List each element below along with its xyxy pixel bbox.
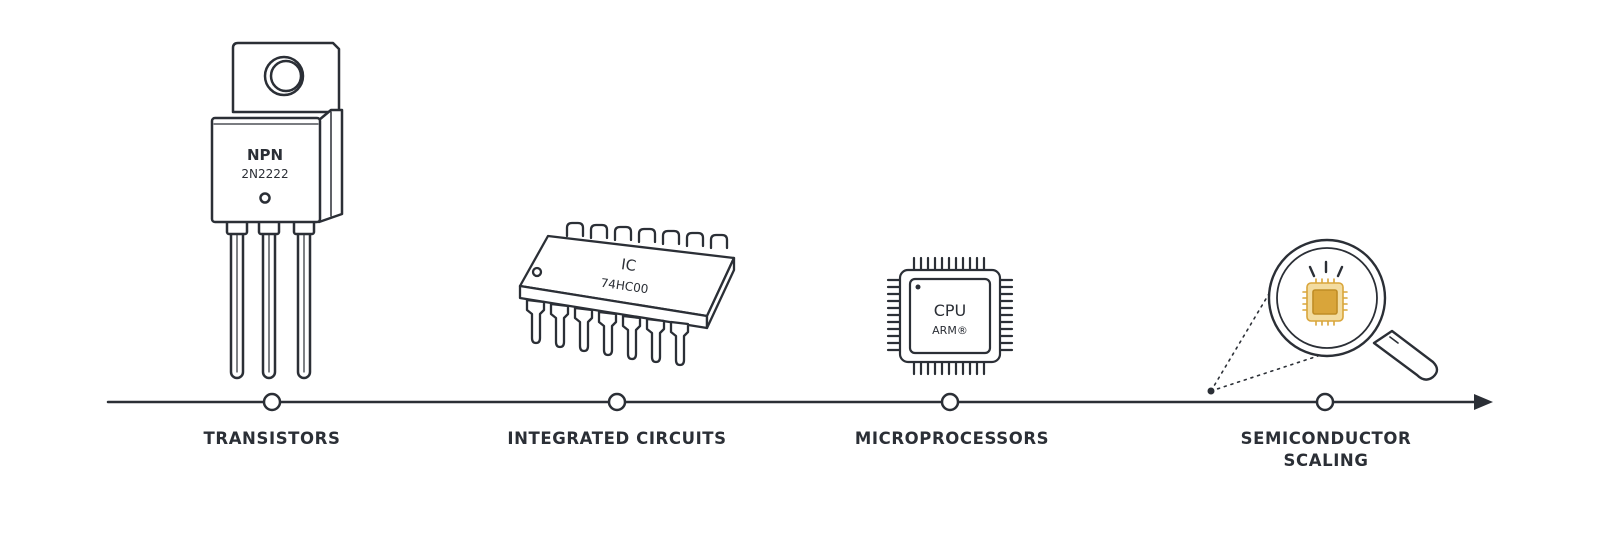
arrow-head-icon — [1474, 394, 1493, 410]
stage-label-microprocessors: MICROPROCESSORS — [822, 428, 1082, 450]
timeline-markers — [262, 392, 1335, 412]
microprocessor-icon: CPU ARM® — [886, 256, 1014, 376]
stage-label-semiconductor-scaling: SEMICONDUCTOR SCALING — [1196, 428, 1456, 472]
stage-label-line: SCALING — [1283, 451, 1369, 470]
stage-label-line: INTEGRATED CIRCUITS — [507, 429, 727, 448]
cpu-part-text: ARM® — [932, 324, 968, 337]
transistor-icon: NPN 2N2222 — [210, 41, 344, 380]
timeline-marker-transistors — [262, 392, 282, 412]
transistor-part-text: 2N2222 — [241, 167, 288, 181]
timeline-marker-semiconductor-scaling — [1315, 392, 1335, 412]
scaling-origin-dot — [1207, 387, 1215, 395]
timeline-marker-integrated-circuits — [607, 392, 627, 412]
stage-label-line: MICROPROCESSORS — [854, 429, 1050, 448]
cpu-type-text: CPU — [934, 301, 967, 320]
transistor-type-text: NPN — [247, 146, 283, 164]
stage-label-line: TRANSISTORS — [203, 429, 341, 448]
timeline-axis — [106, 394, 1493, 410]
chip-icon — [1302, 278, 1348, 326]
integrated-circuit-icon: IC 74HC00 — [518, 221, 736, 367]
ic-type-text: IC — [620, 255, 637, 275]
stage-label-transistors: TRANSISTORS — [142, 428, 402, 450]
stage-label-line: SEMICONDUCTOR — [1240, 429, 1412, 448]
timeline-marker-microprocessors — [940, 392, 960, 412]
magnifying-glass-icon — [1207, 238, 1439, 395]
stage-label-integrated-circuits: INTEGRATED CIRCUITS — [487, 428, 747, 450]
ic-part-text: 74HC00 — [600, 276, 649, 297]
